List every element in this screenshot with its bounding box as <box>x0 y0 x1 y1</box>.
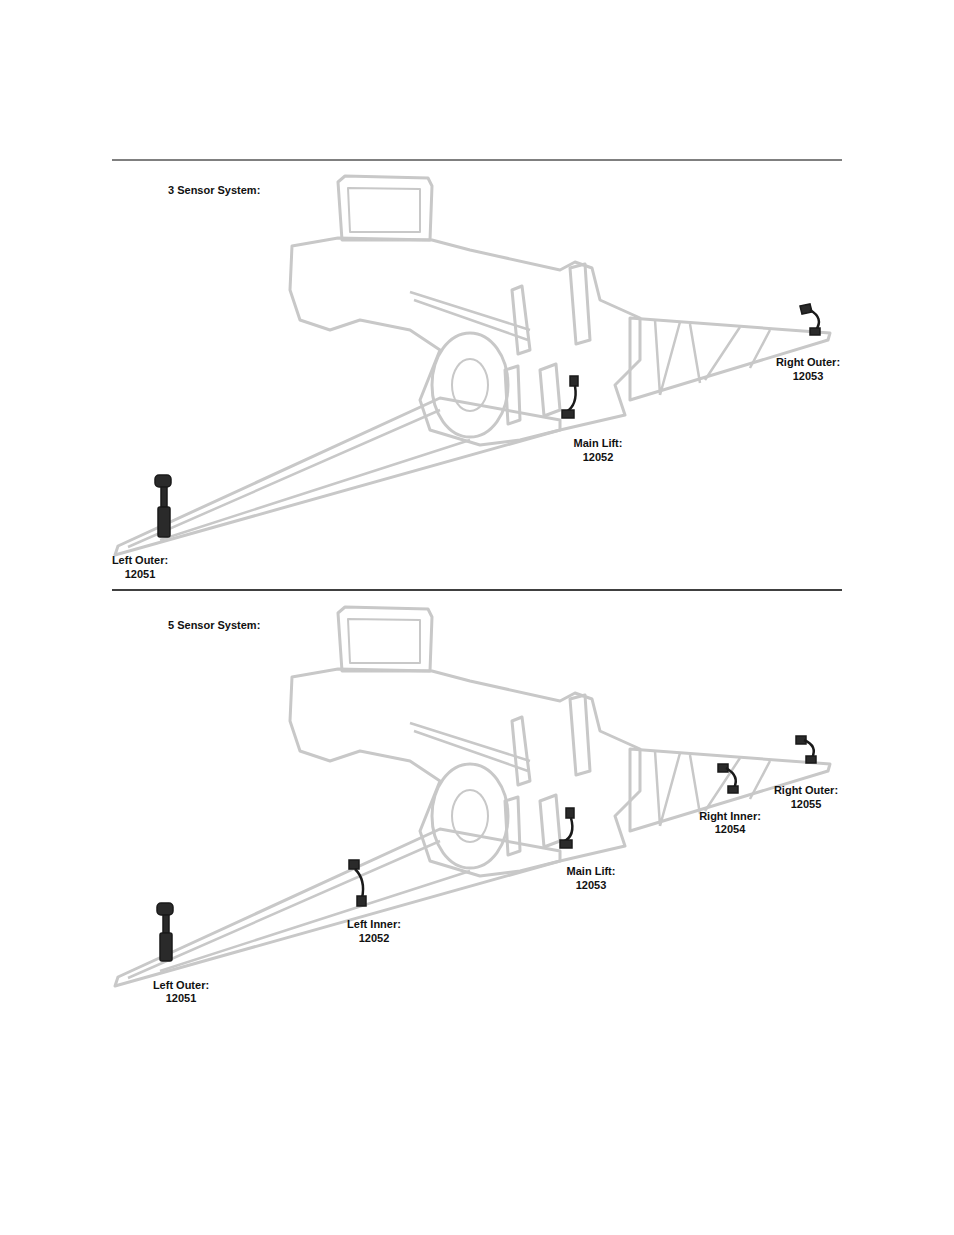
sensor-label: Right Inner: <box>699 810 761 823</box>
sensor-label: 12053 <box>793 370 824 383</box>
sensor-label: Left Inner: <box>347 918 401 931</box>
sensor-label: Right Outer: <box>776 356 840 369</box>
sensor-label: 12051 <box>125 568 156 581</box>
sensor-label: 12051 <box>166 992 197 1005</box>
sensor-label: Main Lift: <box>567 865 616 878</box>
sensor-label: Left Outer: <box>153 979 209 992</box>
section-heading: 3 Sensor System: <box>168 184 260 197</box>
sensor-label: 12055 <box>791 798 822 811</box>
sensor-label: 12054 <box>715 823 746 836</box>
sensor-label: 12053 <box>576 879 607 892</box>
sensor-label: Right Outer: <box>774 784 838 797</box>
sensor-label: Main Lift: <box>574 437 623 450</box>
section-heading: 5 Sensor System: <box>168 619 260 632</box>
sensor-label: 12052 <box>583 451 614 464</box>
sensor-label: Left Outer: <box>112 554 168 567</box>
sensor-label: 12052 <box>359 932 390 945</box>
